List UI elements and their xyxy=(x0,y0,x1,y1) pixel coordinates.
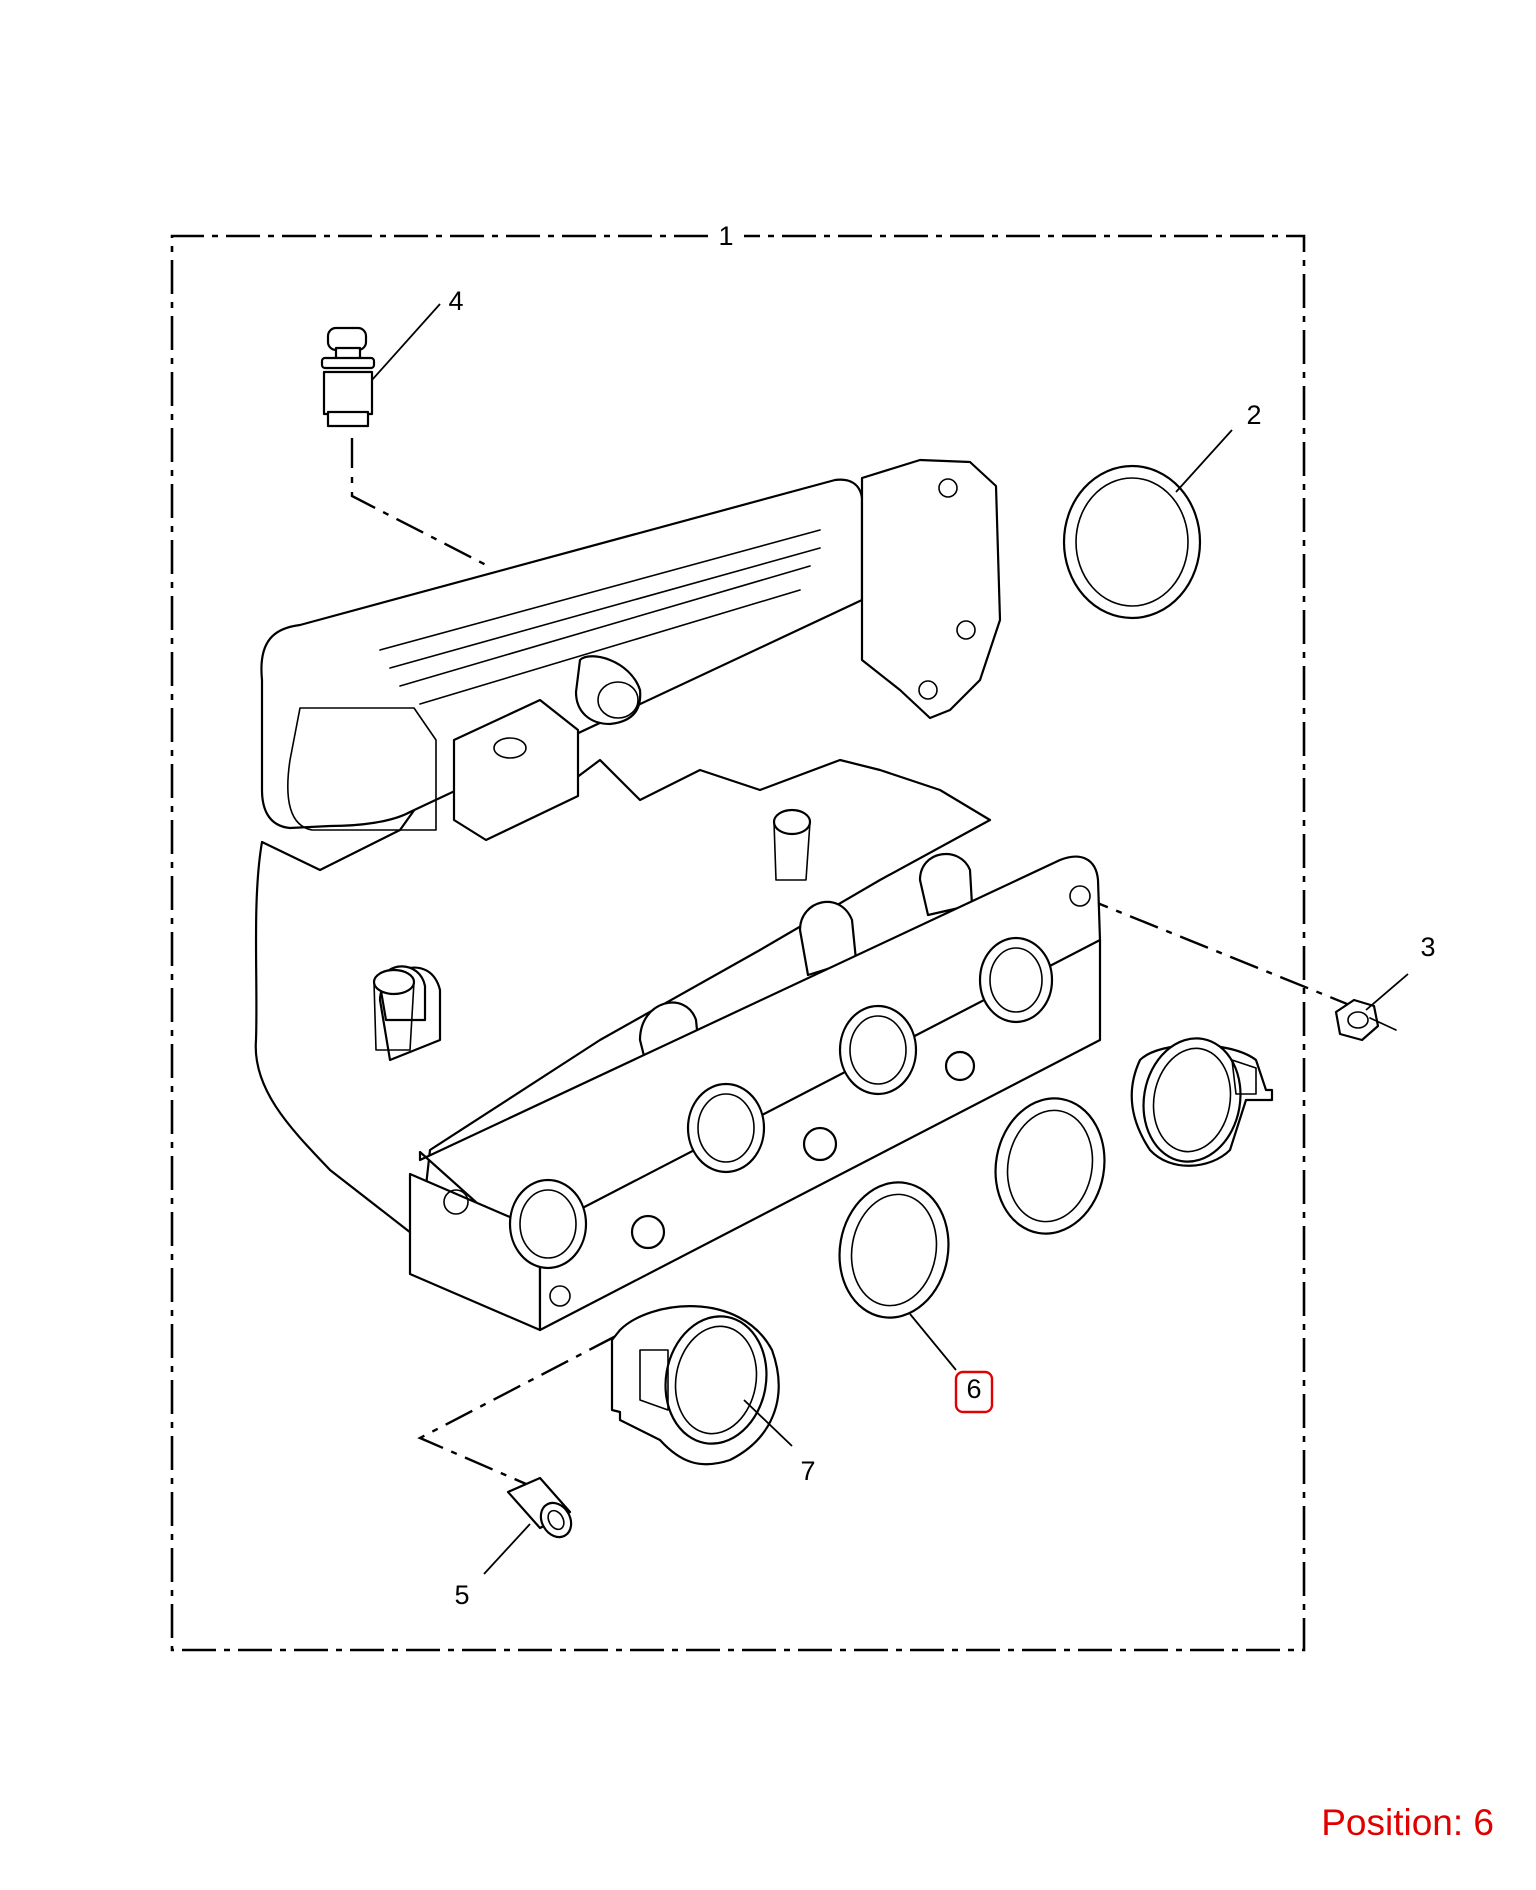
assembly-lines xyxy=(350,438,1363,1492)
callout-4[interactable]: 4 xyxy=(448,286,463,316)
port-gaskets xyxy=(838,1097,1106,1319)
position-label: Position: 6 xyxy=(1321,1802,1494,1843)
pcv-valve-fitting xyxy=(320,326,376,428)
end-gaskets xyxy=(610,1037,1274,1466)
manifold-flange xyxy=(408,855,1102,1332)
callout-5[interactable]: 5 xyxy=(454,1580,469,1610)
callout-2[interactable]: 2 xyxy=(1246,400,1261,430)
flange-nut xyxy=(1334,998,1397,1042)
leader-lines xyxy=(371,303,1409,1575)
callout-1[interactable]: 1 xyxy=(718,221,733,251)
intake-manifold xyxy=(254,458,1002,1242)
callout-6[interactable]: 6 xyxy=(966,1374,981,1404)
callout-7[interactable]: 7 xyxy=(800,1456,815,1486)
callouts: 1 2 3 4 5 6 7 xyxy=(448,221,1435,1610)
callout-3[interactable]: 3 xyxy=(1420,932,1435,962)
dowel-sleeve xyxy=(506,1476,573,1539)
highlight-box xyxy=(954,1370,994,1414)
throttle-seal-ring xyxy=(1062,464,1202,620)
